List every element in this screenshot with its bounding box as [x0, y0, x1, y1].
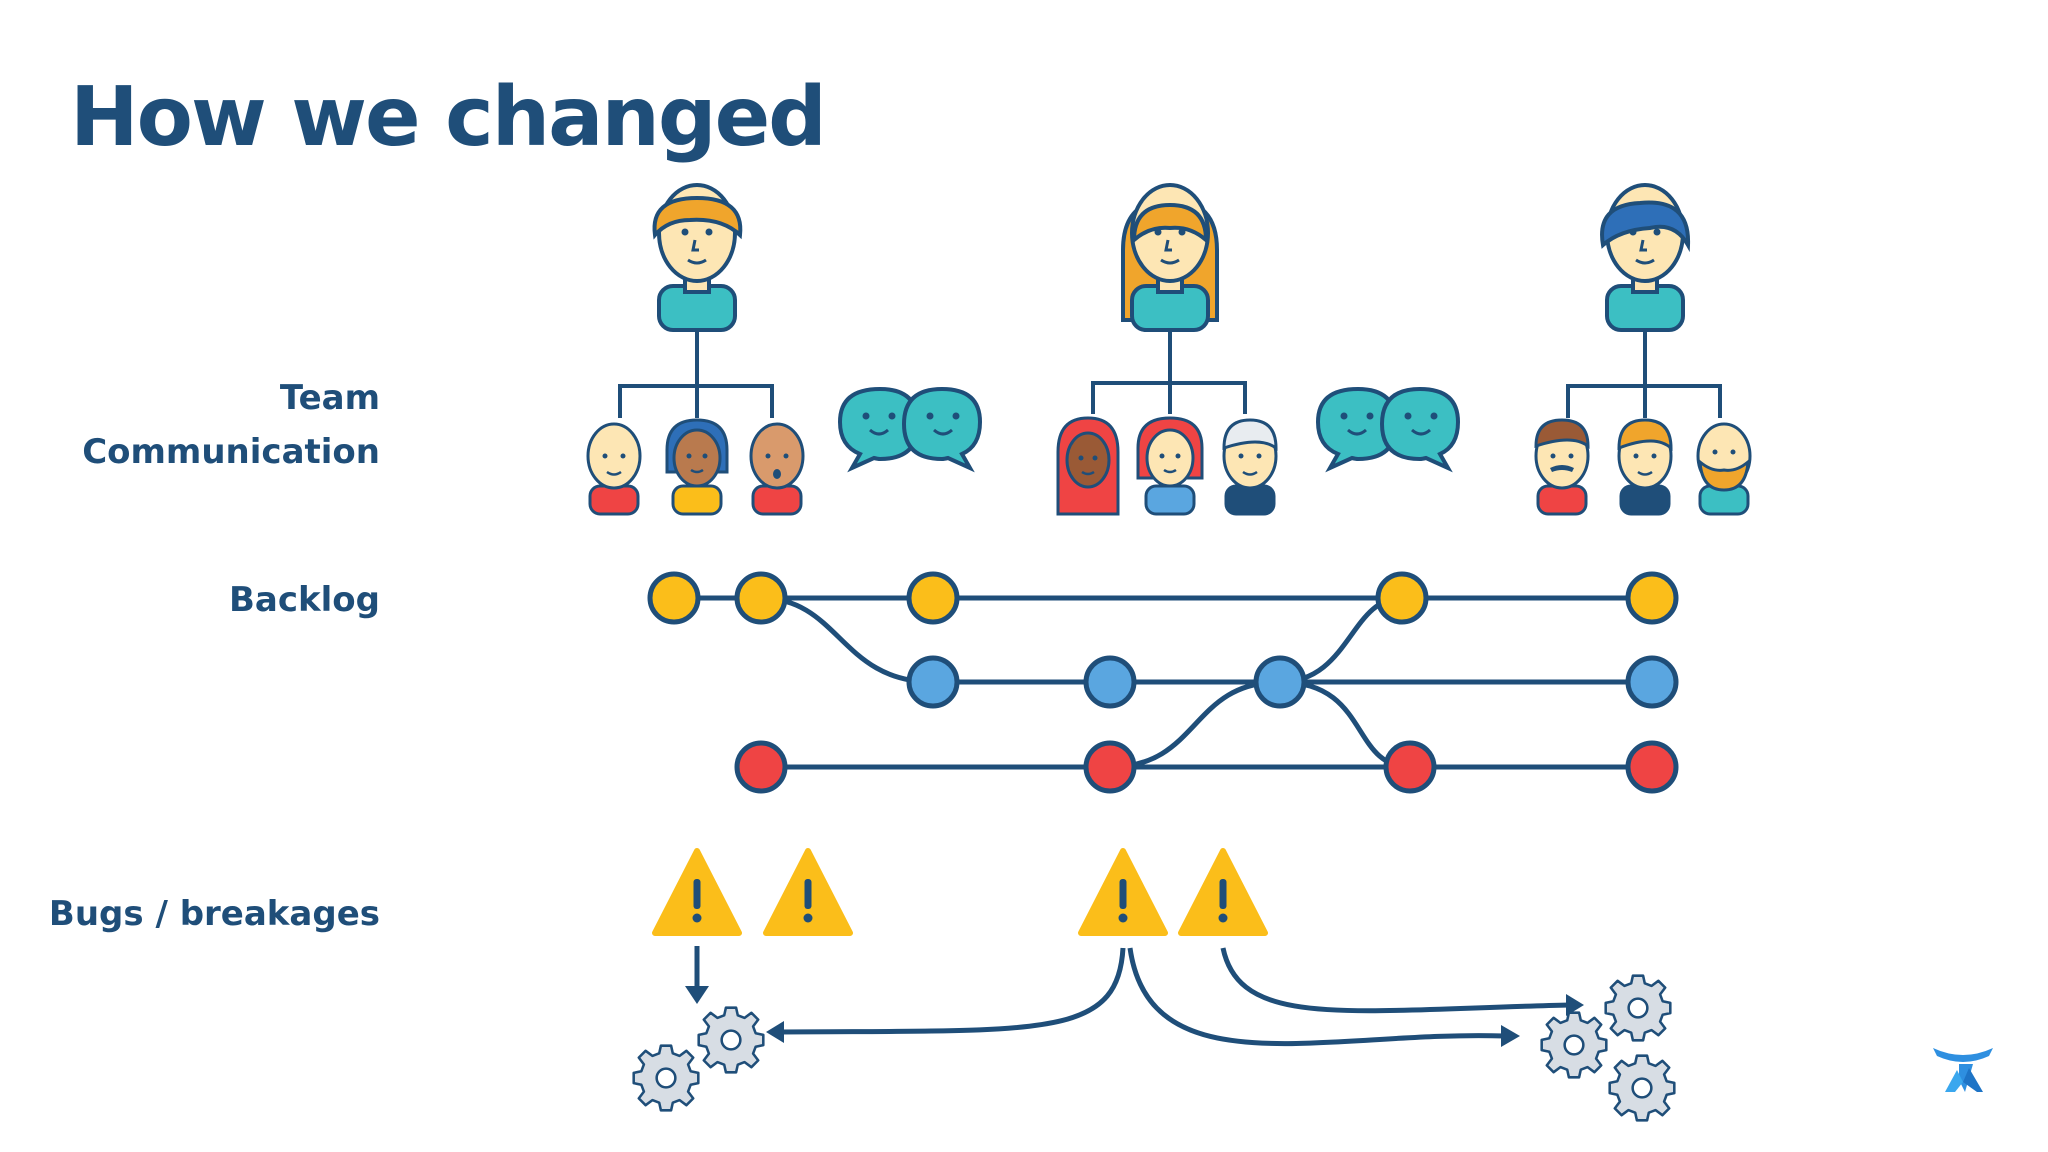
node-blue [1083, 655, 1137, 709]
warning-triangle-icon [1181, 851, 1265, 933]
team-lead-3-icon [1600, 183, 1691, 332]
bug-arrows [694, 946, 1571, 1047]
member-icon [1696, 422, 1752, 516]
label-backlog: Backlog [229, 580, 380, 620]
backlog-nodes [647, 571, 1679, 794]
warning-triangle-icon [655, 851, 739, 933]
member-icon [1136, 416, 1204, 516]
team-2-members [1056, 416, 1278, 516]
node-yellow [734, 571, 788, 625]
speech-bubbles-icon [838, 387, 982, 470]
gear-icon [1540, 1011, 1608, 1079]
node-blue [906, 655, 960, 709]
member-icon [1617, 418, 1673, 516]
warning-triangle-icon [1081, 851, 1165, 933]
node-red [1083, 740, 1137, 794]
gear-icon [632, 1044, 700, 1112]
node-yellow [1625, 571, 1679, 625]
label-bugs-breakages: Bugs / breakages [48, 894, 380, 934]
org-connectors [618, 328, 1722, 418]
arrow-heads [685, 986, 1584, 1047]
member-icon [1222, 418, 1278, 516]
page-title: How we changed [70, 70, 827, 165]
label-team-line1: Team [279, 378, 380, 418]
speech-bubbles-icon [1316, 387, 1460, 470]
team-1-members [586, 418, 805, 516]
gear-icon [1608, 1054, 1676, 1122]
node-yellow [1375, 571, 1429, 625]
node-red [1625, 740, 1679, 794]
node-red [1383, 740, 1437, 794]
team-3-members [1534, 418, 1752, 516]
node-red [734, 740, 788, 794]
member-icon [1534, 418, 1590, 516]
atlassian-logo-icon [1933, 1048, 1993, 1092]
team-lead-2-icon [1121, 183, 1219, 332]
node-blue [1625, 655, 1679, 709]
node-blue [1253, 655, 1307, 709]
member-icon [749, 422, 805, 516]
label-team-communication: Team Communication [82, 371, 380, 479]
gear-icon [697, 1006, 765, 1074]
node-yellow [906, 571, 960, 625]
gear-icon [1604, 974, 1672, 1042]
member-icon [1056, 416, 1120, 516]
team-lead-1-icon [652, 183, 743, 332]
node-yellow [647, 571, 701, 625]
backlog-branches [674, 595, 1652, 770]
member-icon [665, 418, 729, 516]
warning-triangle-icon [766, 851, 850, 933]
label-team-line2: Communication [82, 432, 380, 472]
member-icon [586, 422, 642, 516]
